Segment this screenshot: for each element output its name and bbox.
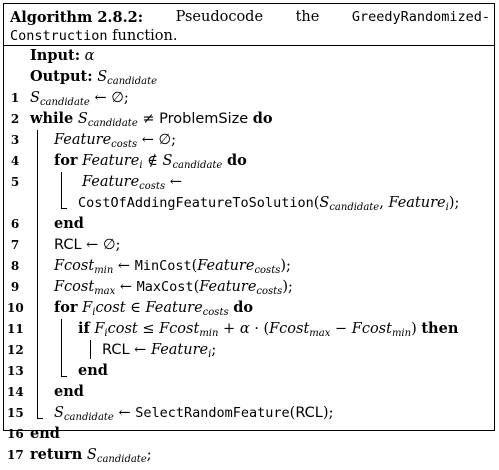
line-number: 2 [10, 112, 20, 126]
line-number: 13 [7, 364, 24, 378]
caption-word: Pseudocode [175, 9, 264, 25]
line-number: 16 [7, 427, 24, 441]
if-block-guide [90, 340, 91, 359]
line-number: 9 [10, 280, 20, 294]
while-block-guide [37, 130, 38, 418]
line-number: 12 [7, 343, 24, 357]
line-number: 5 [10, 175, 20, 189]
line-number: 8 [10, 259, 20, 273]
line-number: 15 [7, 406, 24, 420]
line-number: 3 [10, 133, 20, 147]
input-variable: α [84, 48, 95, 64]
while-block-hook [37, 418, 43, 419]
line-number: 17 [7, 448, 24, 462]
return-keyword: return [30, 446, 83, 463]
line-number: 10 [7, 301, 24, 315]
caption-word: the [295, 9, 320, 25]
for-block-guide [61, 172, 62, 208]
line-number: 14 [7, 385, 24, 399]
caption-function-name: Construction [10, 28, 108, 44]
line-number: 7 [10, 238, 20, 252]
algorithm-caption: Algorithm 2.8.2: Pseudocode the GreedyRa… [10, 8, 490, 46]
for-block-hook [61, 376, 67, 377]
algorithm-box: Algorithm 2.8.2: Pseudocode the GreedyRa… [3, 3, 495, 465]
for-block-hook [61, 208, 67, 209]
output-keyword: Output: [30, 68, 93, 85]
line-number: 6 [10, 217, 20, 231]
for-block-guide [61, 319, 62, 376]
line-number: 11 [7, 322, 24, 336]
line-number: 1 [10, 91, 20, 105]
input-keyword: Input: [30, 47, 81, 64]
end-keyword: end [30, 425, 60, 442]
caption-function-name: GreedyRandomized- [351, 9, 490, 25]
line-number: 4 [10, 154, 20, 168]
caption-word: function. [112, 28, 178, 44]
algorithm-label: Algorithm 2.8.2: [10, 9, 144, 26]
caption-rule [4, 45, 494, 46]
